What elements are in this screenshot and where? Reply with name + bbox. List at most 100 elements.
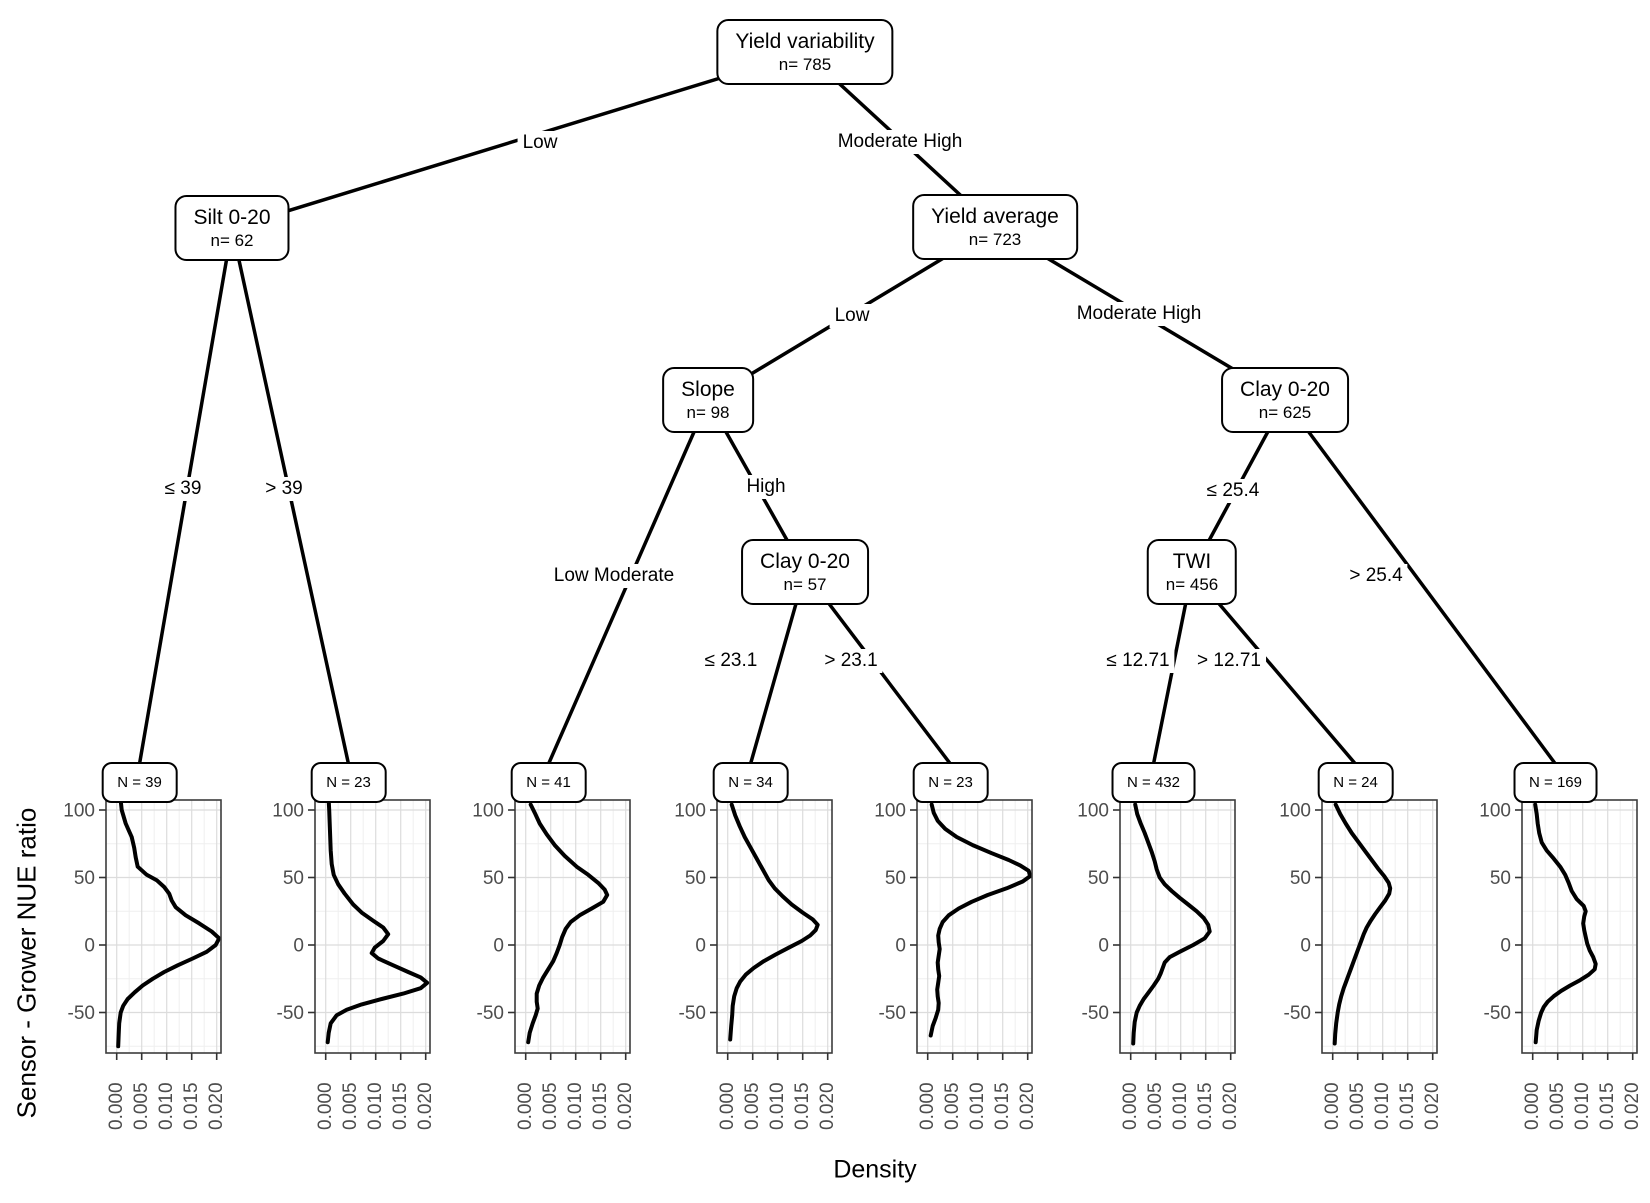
x-axis-tick-label: 0.000	[917, 1082, 938, 1130]
density-curve	[728, 802, 820, 1042]
y-axis-title: Sensor - Grower NUE ratio	[11, 807, 42, 1119]
node-title: Silt 0-20	[193, 206, 271, 229]
x-axis-tick-label: 0.015	[181, 1082, 202, 1130]
y-axis-tick-label: 0	[293, 936, 304, 957]
terminal-node-header: N = 24	[1317, 762, 1394, 803]
y-axis-tick-label: 50	[483, 868, 504, 889]
x-axis-tick-label: 0.010	[1372, 1082, 1393, 1130]
density-curve	[1533, 802, 1598, 1045]
node-title: Slope	[681, 378, 735, 401]
terminal-node-header: N = 41	[510, 762, 587, 803]
x-axis-tick-label: 0.005	[540, 1082, 561, 1130]
edge-label-gt-23-1: > 23.1	[819, 649, 883, 673]
edge-label-low: Low	[829, 304, 875, 328]
edge-label-gt-25-4: > 25.4	[1344, 564, 1408, 588]
x-axis-tick-label: 0.000	[315, 1082, 336, 1130]
y-axis-tick-label: 0	[695, 936, 706, 957]
density-curve	[928, 802, 1032, 1038]
x-axis-tick-label: 0.000	[1322, 1082, 1343, 1130]
tree-node-clay-0-20-n57: Clay 0-20 n= 57	[741, 539, 869, 605]
y-axis-tick-label: 50	[1490, 868, 1511, 889]
y-axis-tick-label: 100	[63, 801, 95, 822]
x-axis-tick-label: 0.020	[1017, 1082, 1038, 1130]
x-axis-title: Density	[833, 1155, 917, 1184]
y-axis-tick-label: 50	[1290, 868, 1311, 889]
edge-label-low-moderate: Low Moderate	[548, 564, 680, 588]
edge-label-le-39: ≤ 39	[159, 477, 207, 501]
x-axis-tick-label: 0.005	[942, 1082, 963, 1130]
tree-node-twi: TWI n= 456	[1146, 539, 1238, 605]
y-axis-tick-label: 0	[1098, 936, 1109, 957]
y-axis-tick-label: -50	[477, 1003, 504, 1024]
x-axis-tick-label: 0.005	[340, 1082, 361, 1130]
x-axis-tick-label: 0.020	[415, 1082, 436, 1130]
terminal-node-header: N = 23	[912, 762, 989, 803]
node-title: TWI	[1172, 550, 1212, 573]
y-axis-tick-label: 100	[272, 801, 304, 822]
terminal-node-header: N = 39	[101, 762, 178, 803]
density-curve	[116, 800, 221, 1049]
y-axis-tick-label: -50	[1484, 1003, 1511, 1024]
x-axis-tick-label: 0.015	[1597, 1082, 1618, 1130]
y-axis-tick-label: 100	[1479, 801, 1511, 822]
edge-label-gt-12-71: > 12.71	[1192, 649, 1266, 673]
x-axis-tick-label: 0.005	[1145, 1082, 1166, 1130]
y-axis-tick-label: -50	[679, 1003, 706, 1024]
edge-label-high: High	[741, 475, 791, 499]
edge-label-le-25-4: ≤ 25.4	[1201, 479, 1265, 503]
y-axis-tick-label: 0	[493, 936, 504, 957]
tree-edge	[1283, 398, 1557, 766]
x-axis-tick-label: 0.000	[515, 1082, 536, 1130]
terminal-node-header: N = 34	[712, 762, 789, 803]
node-sample-size: n= 785	[778, 55, 832, 74]
panel-background	[717, 800, 832, 1053]
x-axis-tick-label: 0.000	[717, 1082, 738, 1130]
edge-label-moderate-high: Moderate High	[832, 130, 968, 154]
y-axis-tick-label: 100	[1077, 801, 1109, 822]
panel-background	[515, 800, 630, 1053]
x-axis-tick-label: 0.015	[1397, 1082, 1418, 1130]
x-axis-tick-label: 0.015	[590, 1082, 611, 1130]
node-sample-size: n= 98	[686, 403, 730, 422]
edge-label-moderate-high: Moderate High	[1071, 302, 1207, 326]
x-axis-tick-label: 0.020	[1622, 1082, 1643, 1130]
node-title: Clay 0-20	[760, 550, 850, 573]
x-axis-tick-label: 0.015	[792, 1082, 813, 1130]
y-axis-tick-label: 50	[283, 868, 304, 889]
x-axis-tick-label: 0.010	[365, 1082, 386, 1130]
x-axis-tick-label: 0.010	[967, 1082, 988, 1130]
x-axis-tick-label: 0.005	[742, 1082, 763, 1130]
x-axis-tick-label: 0.010	[767, 1082, 788, 1130]
x-axis-tick-label: 0.000	[1522, 1082, 1543, 1130]
y-axis-tick-label: 0	[1500, 936, 1511, 957]
density-curve	[1332, 802, 1393, 1046]
y-axis-tick-label: 50	[685, 868, 706, 889]
panel-background	[1322, 800, 1437, 1053]
x-axis-tick-label: 0.010	[156, 1082, 177, 1130]
tree-node-slope: Slope n= 98	[662, 367, 754, 433]
y-axis-tick-label: 100	[1279, 801, 1311, 822]
node-title: Clay 0-20	[1240, 378, 1330, 401]
node-sample-size: n= 723	[968, 230, 1022, 249]
x-axis-tick-label: 0.010	[1572, 1082, 1593, 1130]
x-axis-tick-label: 0.015	[390, 1082, 411, 1130]
y-axis-tick-label: 50	[885, 868, 906, 889]
edge-label-le-23-1: ≤ 23.1	[699, 649, 763, 673]
x-axis-tick-label: 0.020	[615, 1082, 636, 1130]
x-axis-tick-label: 0.020	[1422, 1082, 1443, 1130]
x-axis-tick-label: 0.005	[1547, 1082, 1568, 1130]
y-axis-tick-label: 100	[674, 801, 706, 822]
y-axis-tick-label: 100	[472, 801, 504, 822]
density-curve	[325, 800, 430, 1045]
